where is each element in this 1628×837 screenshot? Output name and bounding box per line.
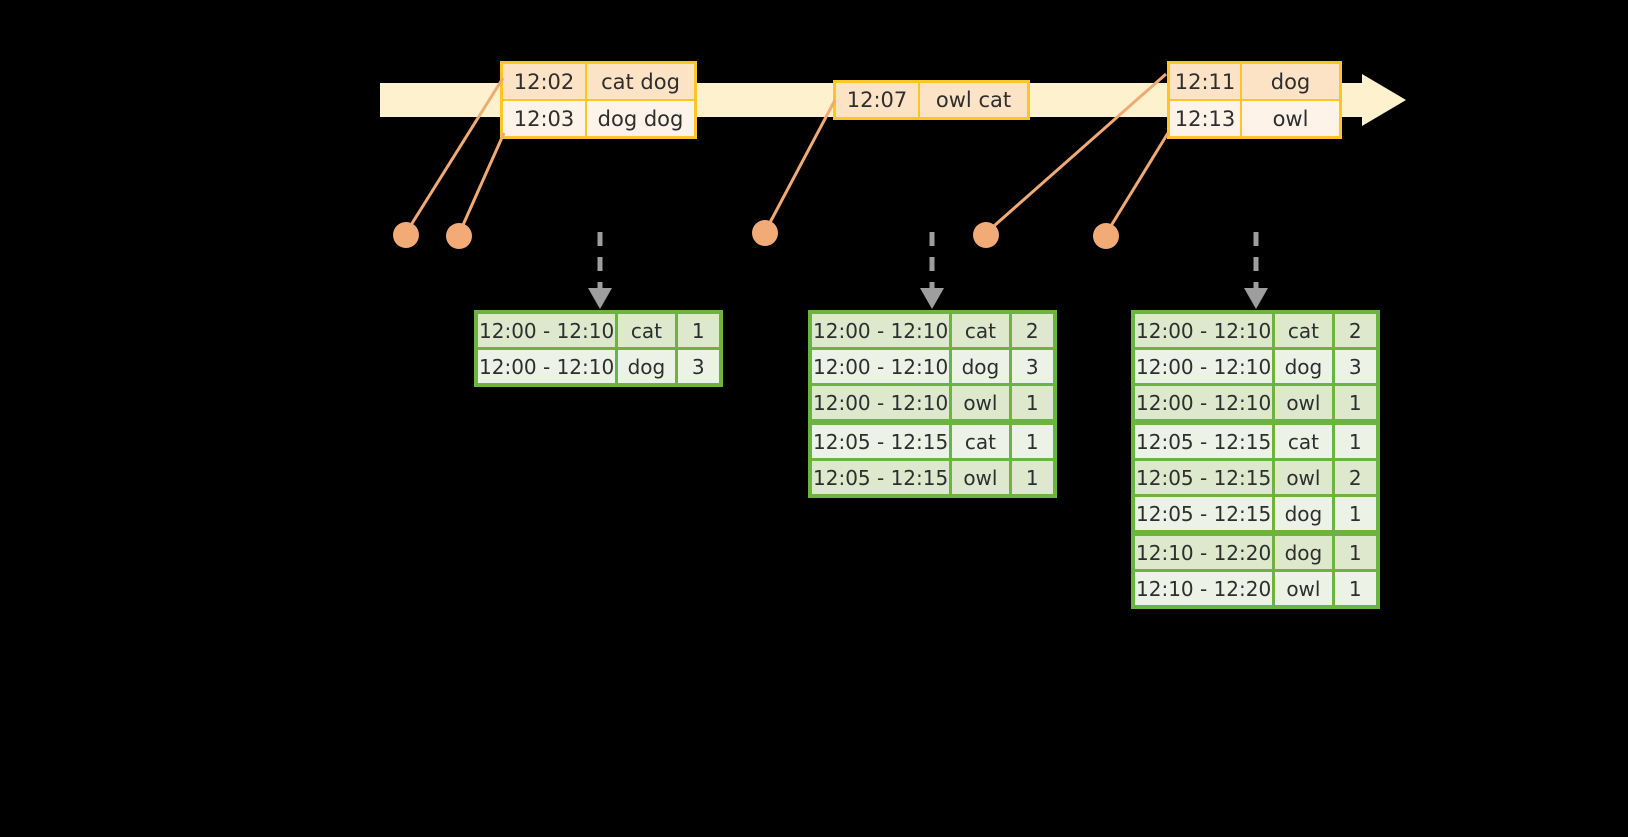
result-table-3[interactable]: 12:00 - 12:10 cat 2 12:00 - 12:10 dog 3 … bbox=[1131, 310, 1380, 609]
cell-count: 1 bbox=[1011, 386, 1053, 419]
cell-word: owl bbox=[952, 461, 1009, 494]
cell-word: cat bbox=[952, 425, 1009, 458]
event-time: 12:02 bbox=[503, 64, 587, 99]
connector-dot-1 bbox=[393, 222, 419, 248]
cell-word: owl bbox=[1275, 572, 1332, 605]
cell-window: 12:05 - 12:15 bbox=[1135, 461, 1273, 494]
table-row[interactable]: 12:00 - 12:10 dog 3 bbox=[478, 350, 719, 383]
cell-count: 1 bbox=[1334, 572, 1376, 605]
cell-window: 12:00 - 12:10 bbox=[812, 350, 950, 383]
result-table-2[interactable]: 12:00 - 12:10 cat 2 12:00 - 12:10 dog 3 … bbox=[808, 310, 1057, 498]
cell-count: 3 bbox=[1334, 350, 1376, 383]
cell-window: 12:00 - 12:10 bbox=[478, 314, 616, 347]
cell-word: cat bbox=[1275, 425, 1332, 458]
event-words: owl bbox=[1242, 101, 1339, 136]
connector-line-5 bbox=[1104, 132, 1170, 235]
cell-window: 12:05 - 12:15 bbox=[1135, 425, 1273, 458]
cell-window: 12:05 - 12:15 bbox=[1135, 497, 1273, 530]
cell-window: 12:10 - 12:20 bbox=[1135, 536, 1273, 569]
timeline-event-row[interactable]: 12:02 cat dog bbox=[503, 64, 694, 99]
event-words: cat dog bbox=[587, 64, 694, 99]
cell-count: 3 bbox=[1011, 350, 1053, 383]
cell-count: 1 bbox=[1334, 425, 1376, 458]
cell-word: cat bbox=[618, 314, 675, 347]
table-row[interactable]: 12:05 - 12:15 cat 1 bbox=[812, 425, 1053, 458]
cell-window: 12:00 - 12:10 bbox=[1135, 314, 1273, 347]
cell-count: 1 bbox=[1011, 425, 1053, 458]
cell-count: 1 bbox=[1334, 536, 1376, 569]
timeline-event-group-3[interactable]: 12:11 dog 12:13 owl bbox=[1167, 61, 1342, 139]
event-time: 12:07 bbox=[836, 83, 920, 117]
cell-window: 12:00 - 12:10 bbox=[478, 350, 616, 383]
table-row[interactable]: 12:10 - 12:20 dog 1 bbox=[1135, 536, 1376, 569]
cell-word: cat bbox=[952, 314, 1009, 347]
table-row[interactable]: 12:00 - 12:10 owl 1 bbox=[812, 386, 1053, 419]
timeline-event-row[interactable]: 12:11 dog bbox=[1170, 64, 1339, 99]
cell-word: owl bbox=[1275, 461, 1332, 494]
cell-window: 12:10 - 12:20 bbox=[1135, 572, 1273, 605]
timeline-event-group-1[interactable]: 12:02 cat dog 12:03 dog dog bbox=[500, 61, 697, 139]
result-table-1[interactable]: 12:00 - 12:10 cat 1 12:00 - 12:10 dog 3 bbox=[474, 310, 723, 387]
table-row[interactable]: 12:00 - 12:10 cat 1 bbox=[478, 314, 719, 347]
cell-word: dog bbox=[1275, 350, 1332, 383]
table-row[interactable]: 12:00 - 12:10 dog 3 bbox=[1135, 350, 1376, 383]
cell-count: 3 bbox=[677, 350, 719, 383]
table-row[interactable]: 12:05 - 12:15 cat 1 bbox=[1135, 425, 1376, 458]
cell-word: dog bbox=[952, 350, 1009, 383]
cell-word: dog bbox=[1275, 536, 1332, 569]
table-row[interactable]: 12:10 - 12:20 owl 1 bbox=[1135, 572, 1376, 605]
table-row[interactable]: 12:05 - 12:15 owl 2 bbox=[1135, 461, 1376, 494]
cell-word: cat bbox=[1275, 314, 1332, 347]
event-words: dog bbox=[1242, 64, 1339, 99]
connector-line-2 bbox=[457, 132, 506, 235]
table-row[interactable]: 12:05 - 12:15 owl 1 bbox=[812, 461, 1053, 494]
cell-window: 12:00 - 12:10 bbox=[1135, 386, 1273, 419]
cell-word: dog bbox=[1275, 497, 1332, 530]
event-time: 12:11 bbox=[1170, 64, 1242, 99]
timeline-event-group-2[interactable]: 12:07 owl cat bbox=[833, 80, 1030, 120]
event-words: dog dog bbox=[587, 101, 694, 136]
timeline-event-row[interactable]: 12:07 owl cat bbox=[836, 83, 1027, 117]
dashed-arrow-head-1 bbox=[588, 288, 612, 309]
cell-window: 12:00 - 12:10 bbox=[812, 386, 950, 419]
cell-window: 12:05 - 12:15 bbox=[812, 425, 950, 458]
connector-line-3 bbox=[763, 99, 837, 233]
table-row[interactable]: 12:00 - 12:10 cat 2 bbox=[1135, 314, 1376, 347]
event-words: owl cat bbox=[920, 83, 1027, 117]
cell-window: 12:00 - 12:10 bbox=[812, 314, 950, 347]
connector-dot-4 bbox=[973, 222, 999, 248]
cell-word: owl bbox=[952, 386, 1009, 419]
event-time: 12:13 bbox=[1170, 101, 1242, 136]
cell-window: 12:05 - 12:15 bbox=[812, 461, 950, 494]
connector-dot-3 bbox=[752, 220, 778, 246]
event-time: 12:03 bbox=[503, 101, 587, 136]
timeline-arrowhead bbox=[1362, 74, 1406, 126]
cell-count: 1 bbox=[1334, 497, 1376, 530]
connector-dot-2 bbox=[446, 223, 472, 249]
cell-count: 2 bbox=[1011, 314, 1053, 347]
cell-word: dog bbox=[618, 350, 675, 383]
cell-count: 2 bbox=[1334, 461, 1376, 494]
dashed-arrow-head-3 bbox=[1244, 288, 1268, 309]
cell-window: 12:00 - 12:10 bbox=[1135, 350, 1273, 383]
table-row[interactable]: 12:00 - 12:10 cat 2 bbox=[812, 314, 1053, 347]
cell-word: owl bbox=[1275, 386, 1332, 419]
dashed-arrow-head-2 bbox=[920, 288, 944, 309]
table-row[interactable]: 12:05 - 12:15 dog 1 bbox=[1135, 497, 1376, 530]
cell-count: 2 bbox=[1334, 314, 1376, 347]
connector-dot-5 bbox=[1093, 223, 1119, 249]
cell-count: 1 bbox=[1011, 461, 1053, 494]
timeline-event-row[interactable]: 12:03 dog dog bbox=[503, 99, 694, 136]
table-row[interactable]: 12:00 - 12:10 owl 1 bbox=[1135, 386, 1376, 419]
cell-count: 1 bbox=[677, 314, 719, 347]
cell-count: 1 bbox=[1334, 386, 1376, 419]
table-row[interactable]: 12:00 - 12:10 dog 3 bbox=[812, 350, 1053, 383]
timeline-event-row[interactable]: 12:13 owl bbox=[1170, 99, 1339, 136]
